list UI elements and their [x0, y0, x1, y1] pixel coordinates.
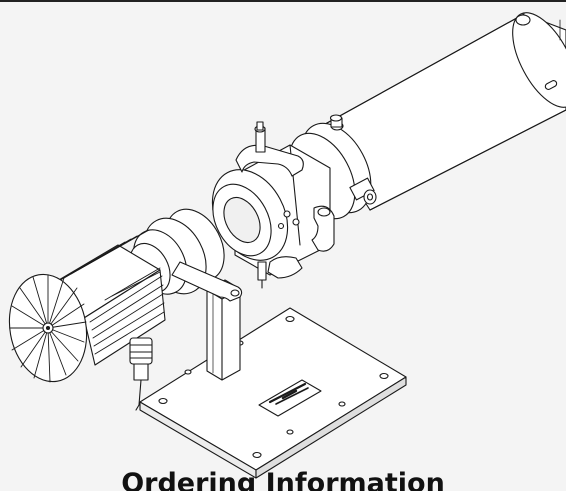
clamp-bracket-top [235, 121, 304, 177]
mounting-arm [171, 261, 243, 302]
main-tube [317, 12, 566, 211]
base-plate [139, 307, 407, 479]
ordering-information-heading: Ordering Information [121, 468, 445, 491]
clamp-bracket-bottom [257, 256, 303, 289]
heat-sink [8, 229, 166, 383]
top-border-rule [0, 0, 566, 2]
clamp-bracket-right [311, 205, 335, 252]
logo-plate-icon [258, 379, 322, 417]
cable-connector [129, 337, 153, 411]
clamp-housing [211, 144, 331, 276]
